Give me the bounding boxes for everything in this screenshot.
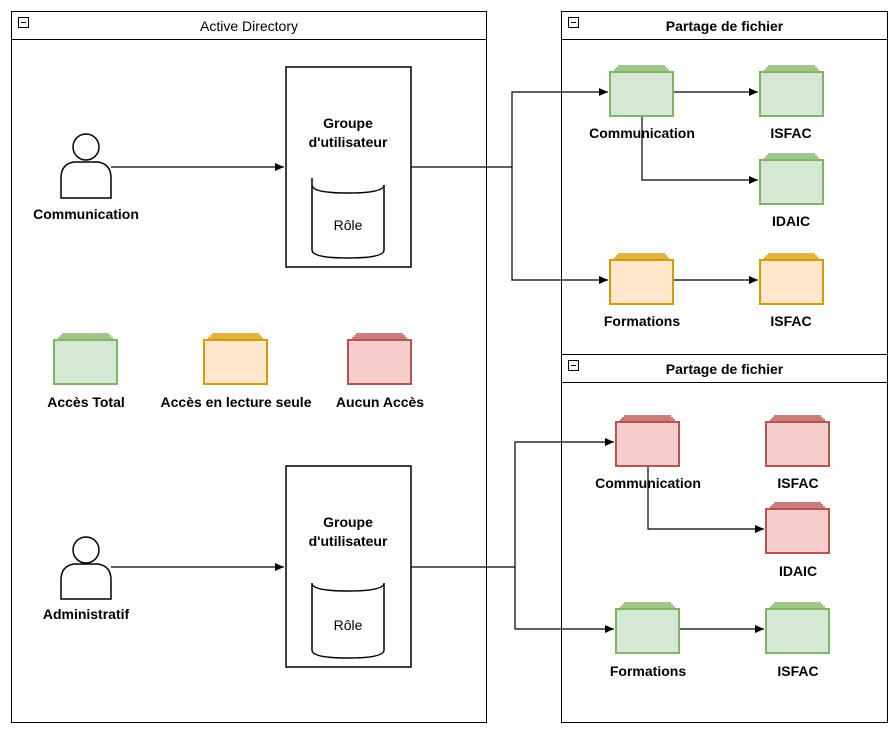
- folder-icon-bottom-isfac-2[interactable]: [765, 602, 830, 654]
- folder-icon-bottom-idaic[interactable]: [765, 502, 830, 554]
- folder-label-top-isfac-2: ISFAC: [770, 313, 812, 329]
- collapse-icon[interactable]: [18, 17, 29, 28]
- folder-label-top-idaic: IDAIC: [771, 213, 811, 229]
- role-label-bottom: Rôle: [333, 617, 363, 633]
- active-directory-header: Active Directory: [12, 12, 486, 40]
- folder-label-bottom-idaic: IDAIC: [778, 563, 818, 579]
- folder-icon-top-communication[interactable]: [609, 65, 674, 117]
- collapse-icon[interactable]: [568, 360, 579, 371]
- role-label-top: Rôle: [333, 217, 363, 233]
- folders: [53, 65, 830, 654]
- user-icon-communication[interactable]: [60, 133, 112, 199]
- folder-icon-bottom-isfac[interactable]: [765, 415, 830, 467]
- folder-icon-top-idaic[interactable]: [759, 153, 824, 205]
- collapse-icon[interactable]: [568, 17, 579, 28]
- edge-group-top-communication: [411, 88, 608, 168]
- group-title-bottom: Groupe d'utilisateur: [308, 514, 388, 549]
- edge-group-top-formations: [511, 167, 608, 284]
- folder-icon-top-isfac[interactable]: [759, 65, 824, 117]
- user-icon-administratif[interactable]: [60, 536, 112, 600]
- share-pool-bottom: Partage de fichier: [561, 354, 888, 723]
- legend-label-readonly: Accès en lecture seule: [160, 394, 312, 410]
- legend-label-total: Accès Total: [47, 394, 125, 410]
- folder-label-top-formations: Formations: [603, 313, 681, 329]
- edge-comm2-idaic: [647, 467, 764, 533]
- legend-folder-readonly-icon[interactable]: [203, 333, 268, 385]
- share-top-header: Partage de fichier: [562, 12, 887, 40]
- folder-icon-bottom-communication[interactable]: [615, 415, 680, 467]
- folder-label-bottom-communication: Communication: [595, 475, 701, 491]
- folder-label-bottom-isfac: ISFAC: [777, 475, 819, 491]
- folder-label-bottom-isfac-2: ISFAC: [777, 663, 819, 679]
- folder-icon-top-isfac-2[interactable]: [759, 253, 824, 305]
- user-label-administratif: Administratif: [42, 606, 130, 622]
- edge-comm-idaic: [641, 117, 758, 184]
- legend-label-none: Aucun Accès: [335, 394, 425, 410]
- connectors: [111, 88, 764, 633]
- legend-folder-total-icon[interactable]: [53, 333, 118, 385]
- edge-group-bottom-communication: [411, 438, 614, 568]
- role-cylinder-top[interactable]: [311, 178, 385, 259]
- share-bottom-title: Partage de fichier: [665, 361, 784, 377]
- role-cylinder-bottom[interactable]: [311, 582, 385, 659]
- folder-icon-top-formations[interactable]: [609, 253, 674, 305]
- user-label-communication: Communication: [33, 206, 139, 222]
- folder-label-top-communication: Communication: [589, 125, 695, 141]
- folder-icon-bottom-formations[interactable]: [615, 602, 680, 654]
- active-directory-title: Active Directory: [199, 18, 299, 34]
- legend-folder-none-icon[interactable]: [347, 333, 412, 385]
- folder-label-bottom-formations: Formations: [609, 663, 687, 679]
- share-top-title: Partage de fichier: [665, 18, 784, 34]
- folder-label-top-isfac: ISFAC: [770, 125, 812, 141]
- group-title-top: Groupe d'utilisateur: [308, 115, 388, 150]
- share-bottom-header: Partage de fichier: [562, 355, 887, 383]
- edge-group-bottom-formations: [514, 567, 614, 633]
